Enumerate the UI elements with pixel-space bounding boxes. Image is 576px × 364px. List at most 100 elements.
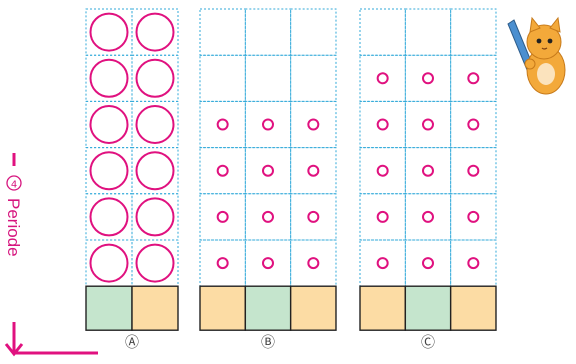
electron-circle — [263, 258, 273, 268]
electron-circle — [308, 166, 318, 176]
electron-circle — [378, 212, 388, 222]
grid-cell — [245, 194, 290, 240]
grid-cell — [451, 194, 496, 240]
electron-circle — [137, 152, 174, 189]
grid-cell — [132, 55, 178, 101]
grid-cell — [200, 9, 245, 55]
electron-circle — [468, 258, 478, 268]
electron-circle — [91, 198, 128, 235]
base-block — [291, 286, 336, 330]
grid-cell — [200, 148, 245, 194]
electron-circle — [378, 166, 388, 176]
grid-cell — [291, 148, 336, 194]
grid-cell — [291, 9, 336, 55]
electron-circle — [91, 60, 128, 97]
grid-cell — [451, 240, 496, 286]
grid-cell — [451, 55, 496, 101]
electron-circle — [91, 14, 128, 51]
grid-cell — [360, 9, 405, 55]
grid-cell — [200, 101, 245, 147]
grid-cell — [245, 101, 290, 147]
grid-cell — [291, 240, 336, 286]
electron-circle — [468, 120, 478, 130]
base-block — [200, 286, 245, 330]
panel-label: Ⓑ — [261, 335, 275, 351]
electron-circle — [137, 245, 174, 282]
grid-cell — [360, 148, 405, 194]
grid-cell — [451, 9, 496, 55]
electron-circle — [378, 73, 388, 83]
electron-circle — [137, 60, 174, 97]
grid-cell — [245, 9, 290, 55]
electron-circle — [137, 14, 174, 51]
electron-circle — [423, 73, 433, 83]
electron-circle — [378, 120, 388, 130]
electron-circle — [91, 245, 128, 282]
grid-cell — [132, 194, 178, 240]
electron-circle — [263, 212, 273, 222]
electron-circle — [137, 198, 174, 235]
grid-cell — [86, 240, 132, 286]
electron-circle — [218, 166, 228, 176]
panel-1: Ⓐ — [86, 9, 178, 351]
grid-cell — [405, 194, 450, 240]
electron-circle — [468, 73, 478, 83]
base-block — [451, 286, 496, 330]
grid-cell — [132, 9, 178, 55]
grid-cell — [451, 148, 496, 194]
grid-cell — [360, 240, 405, 286]
grid-cell — [451, 101, 496, 147]
grid-cell — [245, 148, 290, 194]
grid-cell — [291, 101, 336, 147]
electron-circle — [308, 120, 318, 130]
period-label: Periode — [4, 198, 23, 257]
grid-cell — [86, 55, 132, 101]
electron-circle — [423, 166, 433, 176]
grid-cell — [132, 101, 178, 147]
grid-cell — [405, 9, 450, 55]
electron-circle — [263, 166, 273, 176]
period-indicator: 4 Periode — [4, 153, 98, 354]
base-block — [86, 286, 132, 330]
electron-circle — [137, 106, 174, 143]
base-block — [132, 286, 178, 330]
electron-circle — [423, 120, 433, 130]
grid-cell — [200, 194, 245, 240]
electron-circle — [91, 152, 128, 189]
grid-cell — [405, 240, 450, 286]
grid-cell — [360, 194, 405, 240]
grid-cell — [245, 55, 290, 101]
electron-circle — [468, 212, 478, 222]
grid-cell — [360, 55, 405, 101]
grid-cell — [200, 55, 245, 101]
cat-holding-pencil-icon — [508, 18, 565, 94]
electron-circle — [423, 212, 433, 222]
grid-cell — [245, 240, 290, 286]
grid-cell — [291, 194, 336, 240]
grid-cell — [86, 9, 132, 55]
electron-circle — [218, 120, 228, 130]
grid-cell — [291, 55, 336, 101]
panel-label: Ⓒ — [421, 335, 435, 351]
grid-cell — [200, 240, 245, 286]
electron-circle — [308, 258, 318, 268]
grid-cell — [86, 194, 132, 240]
panels-group: Ⓐ Ⓑ Ⓒ — [86, 9, 496, 351]
electron-circle — [423, 258, 433, 268]
grid-cell — [360, 101, 405, 147]
electron-circle — [263, 120, 273, 130]
electron-circle — [308, 212, 318, 222]
base-block — [360, 286, 405, 330]
grid-cell — [86, 148, 132, 194]
grid-cell — [86, 101, 132, 147]
period-number: 4 — [11, 180, 17, 191]
grid-cell — [405, 148, 450, 194]
panel-2: Ⓑ — [200, 9, 336, 351]
grid-cell — [132, 240, 178, 286]
electron-circle — [218, 258, 228, 268]
panel-label: Ⓐ — [125, 335, 139, 351]
electron-circle — [468, 166, 478, 176]
electron-circle — [91, 106, 128, 143]
panel-3: Ⓒ — [360, 9, 496, 351]
